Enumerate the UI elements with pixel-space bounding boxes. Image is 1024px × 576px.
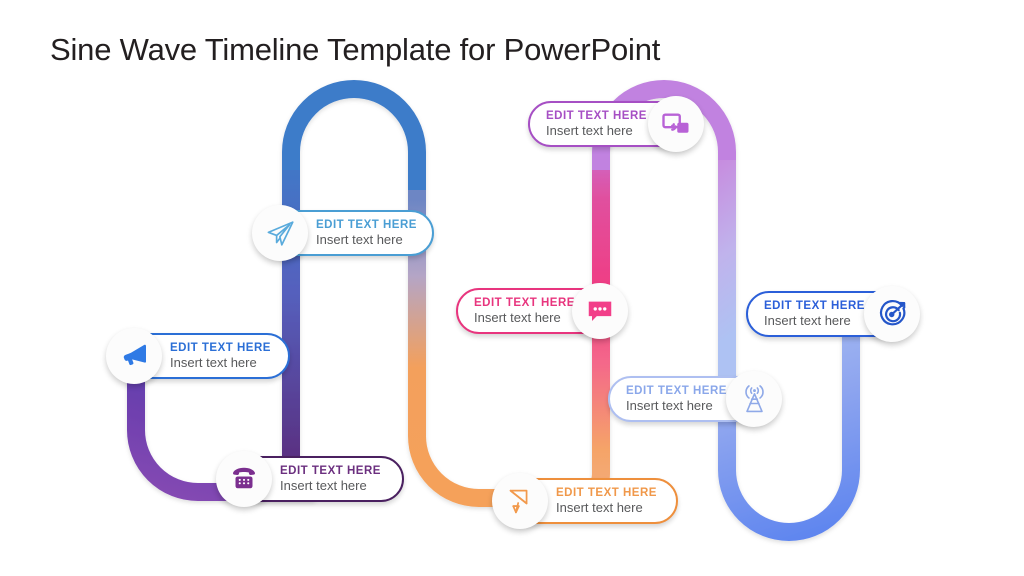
- node-subtitle: Insert text here: [556, 499, 643, 515]
- ribbon-segment-left-u: [127, 357, 238, 501]
- node-subtitle: Insert text here: [764, 312, 851, 328]
- node-title: EDIT TEXT HERE: [556, 487, 657, 500]
- node-subtitle: Insert text here: [474, 309, 561, 325]
- node-subtitle: Insert text here: [626, 397, 713, 413]
- screencast-icon: [648, 96, 704, 152]
- timeline-node-paper-plane[interactable]: EDIT TEXT HERE Insert text here: [252, 205, 434, 261]
- node-subtitle: Insert text here: [546, 122, 633, 138]
- timeline-node-screencast[interactable]: EDIT TEXT HERE Insert text here: [528, 96, 704, 152]
- chat-bubble-icon: [572, 283, 628, 339]
- ribbon-segment-top-arc-1: [282, 80, 426, 250]
- timeline-node-chat[interactable]: EDIT TEXT HERE Insert text here: [456, 283, 628, 339]
- node-subtitle: Insert text here: [170, 354, 257, 370]
- timeline-node-megaphone[interactable]: EDIT TEXT HERE Insert text here: [106, 328, 290, 384]
- ribbon-segment-left-stem: [238, 152, 316, 501]
- page-title: Sine Wave Timeline Template for PowerPoi…: [50, 32, 661, 67]
- node-title: EDIT TEXT HERE: [474, 297, 575, 310]
- node-title: EDIT TEXT HERE: [764, 300, 865, 313]
- node-title: EDIT TEXT HERE: [316, 219, 417, 232]
- timeline-node-target[interactable]: EDIT TEXT HERE Insert text here: [746, 286, 920, 342]
- ribbon-segment-right-u: [718, 318, 860, 542]
- node-title: EDIT TEXT HERE: [280, 465, 381, 478]
- node-title: EDIT TEXT HERE: [626, 385, 727, 398]
- node-subtitle: Insert text here: [280, 477, 367, 493]
- node-subtitle: Insert text here: [316, 231, 403, 247]
- paper-plane-icon: [252, 205, 308, 261]
- broadcast-tower-icon: [726, 371, 782, 427]
- timeline-node-satellite[interactable]: EDIT TEXT HERE Insert text here: [492, 473, 678, 529]
- megaphone-icon: [106, 328, 162, 384]
- ribbon-segment-middle-u: [408, 190, 520, 507]
- node-title: EDIT TEXT HERE: [170, 342, 271, 355]
- satellite-dish-icon: [492, 473, 548, 529]
- timeline-node-broadcast-tower[interactable]: EDIT TEXT HERE Insert text here: [608, 371, 782, 427]
- telephone-icon: [216, 451, 272, 507]
- node-title: EDIT TEXT HERE: [546, 110, 647, 123]
- timeline-node-telephone[interactable]: EDIT TEXT HERE Insert text here: [216, 451, 404, 507]
- target-icon: [864, 286, 920, 342]
